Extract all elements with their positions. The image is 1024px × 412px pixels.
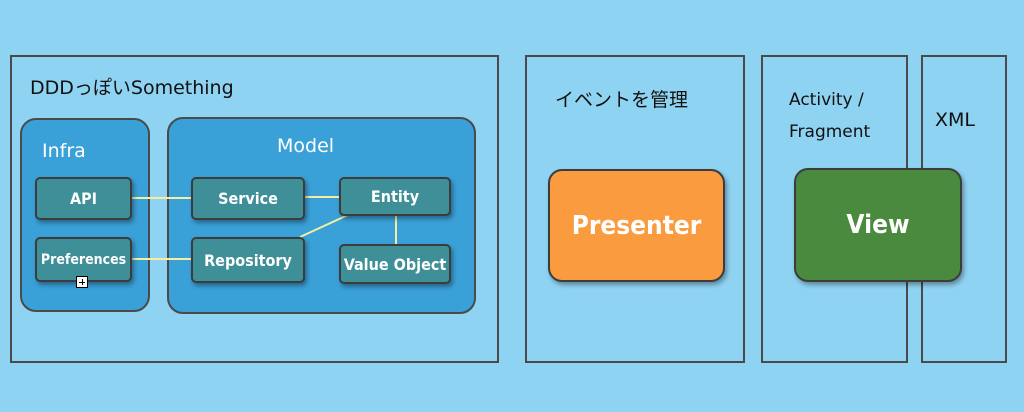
model-region-label: Model bbox=[277, 135, 335, 157]
xml-frame-label: XML bbox=[935, 109, 975, 131]
plus-box-icon[interactable] bbox=[76, 276, 88, 288]
view-node: View bbox=[794, 168, 962, 282]
activity-frame-label-line1: Activity / bbox=[789, 90, 864, 110]
entity-node: Entity bbox=[339, 177, 451, 216]
infra-region-label: Infra bbox=[42, 140, 86, 162]
ddd-frame-label: DDDっぽいSomething bbox=[30, 77, 234, 99]
value-object-node: Value Object bbox=[339, 244, 451, 284]
activity-frame-label-line2: Fragment bbox=[789, 122, 871, 142]
repository-node: Repository bbox=[191, 237, 305, 283]
ddd-frame: DDDっぽいSomething bbox=[10, 55, 499, 363]
event-frame: イベントを管理 bbox=[525, 55, 745, 363]
api-node: API bbox=[35, 177, 132, 220]
presenter-node: Presenter bbox=[548, 169, 725, 282]
preferences-node: Preferences bbox=[35, 237, 132, 282]
connector-repository-entity bbox=[299, 213, 351, 238]
service-node: Service bbox=[191, 177, 305, 220]
event-frame-label: イベントを管理 bbox=[555, 89, 689, 111]
